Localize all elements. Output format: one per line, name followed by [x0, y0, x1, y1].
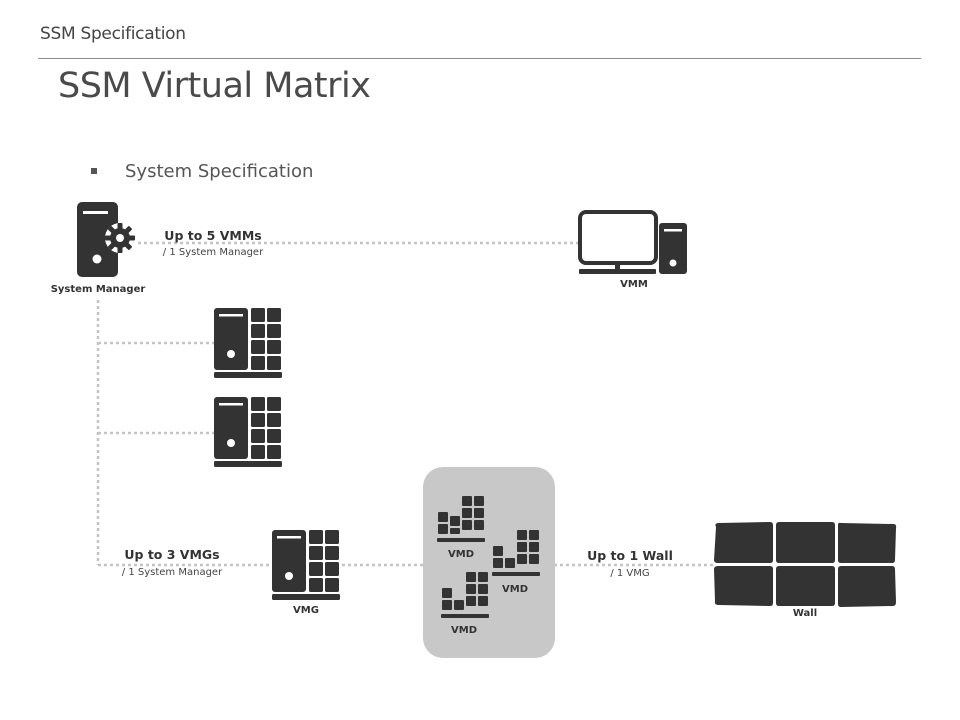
- vmm-link-label: Up to 5 VMMs: [164, 228, 261, 243]
- bullet-system-specification: System Specification: [125, 161, 314, 182]
- monitor-pc-icon: [578, 210, 687, 274]
- vmg-link-label: Up to 3 VMGs: [124, 547, 219, 562]
- wall-link-sublabel: / 1 VMG: [610, 568, 649, 579]
- vmd-group-box: [423, 467, 555, 658]
- system-manager-label: System Manager: [51, 284, 146, 295]
- bullet-marker: [91, 168, 97, 174]
- vmg-link-sublabel: / 1 System Manager: [122, 567, 223, 578]
- gear-icon: [105, 223, 135, 253]
- connectors: [96, 241, 714, 567]
- vmm-label: VMM: [620, 279, 648, 290]
- header-divider: [38, 58, 921, 59]
- server-grid-icon: [214, 397, 282, 467]
- video-wall-icon: [714, 522, 897, 607]
- wall-link-label: Up to 1 Wall: [587, 548, 673, 563]
- vmd-label-2: VMD: [502, 584, 528, 595]
- page-title: SSM Virtual Matrix: [58, 66, 371, 106]
- section-header: SSM Specification: [40, 24, 186, 44]
- vmd-label-3: VMD: [451, 625, 477, 636]
- vmm-link-sublabel: / 1 System Manager: [163, 247, 264, 258]
- server-grid-icon: [272, 530, 340, 600]
- wall-label: Wall: [793, 608, 817, 619]
- vmd-icon: [437, 496, 485, 542]
- system-manager-icon: [77, 202, 135, 277]
- vmg-label: VMG: [293, 605, 319, 616]
- vmd-label-1: VMD: [448, 549, 474, 560]
- vmd-icon: [492, 530, 540, 576]
- server-grid-icon: [214, 308, 282, 378]
- vmd-icon: [441, 572, 489, 618]
